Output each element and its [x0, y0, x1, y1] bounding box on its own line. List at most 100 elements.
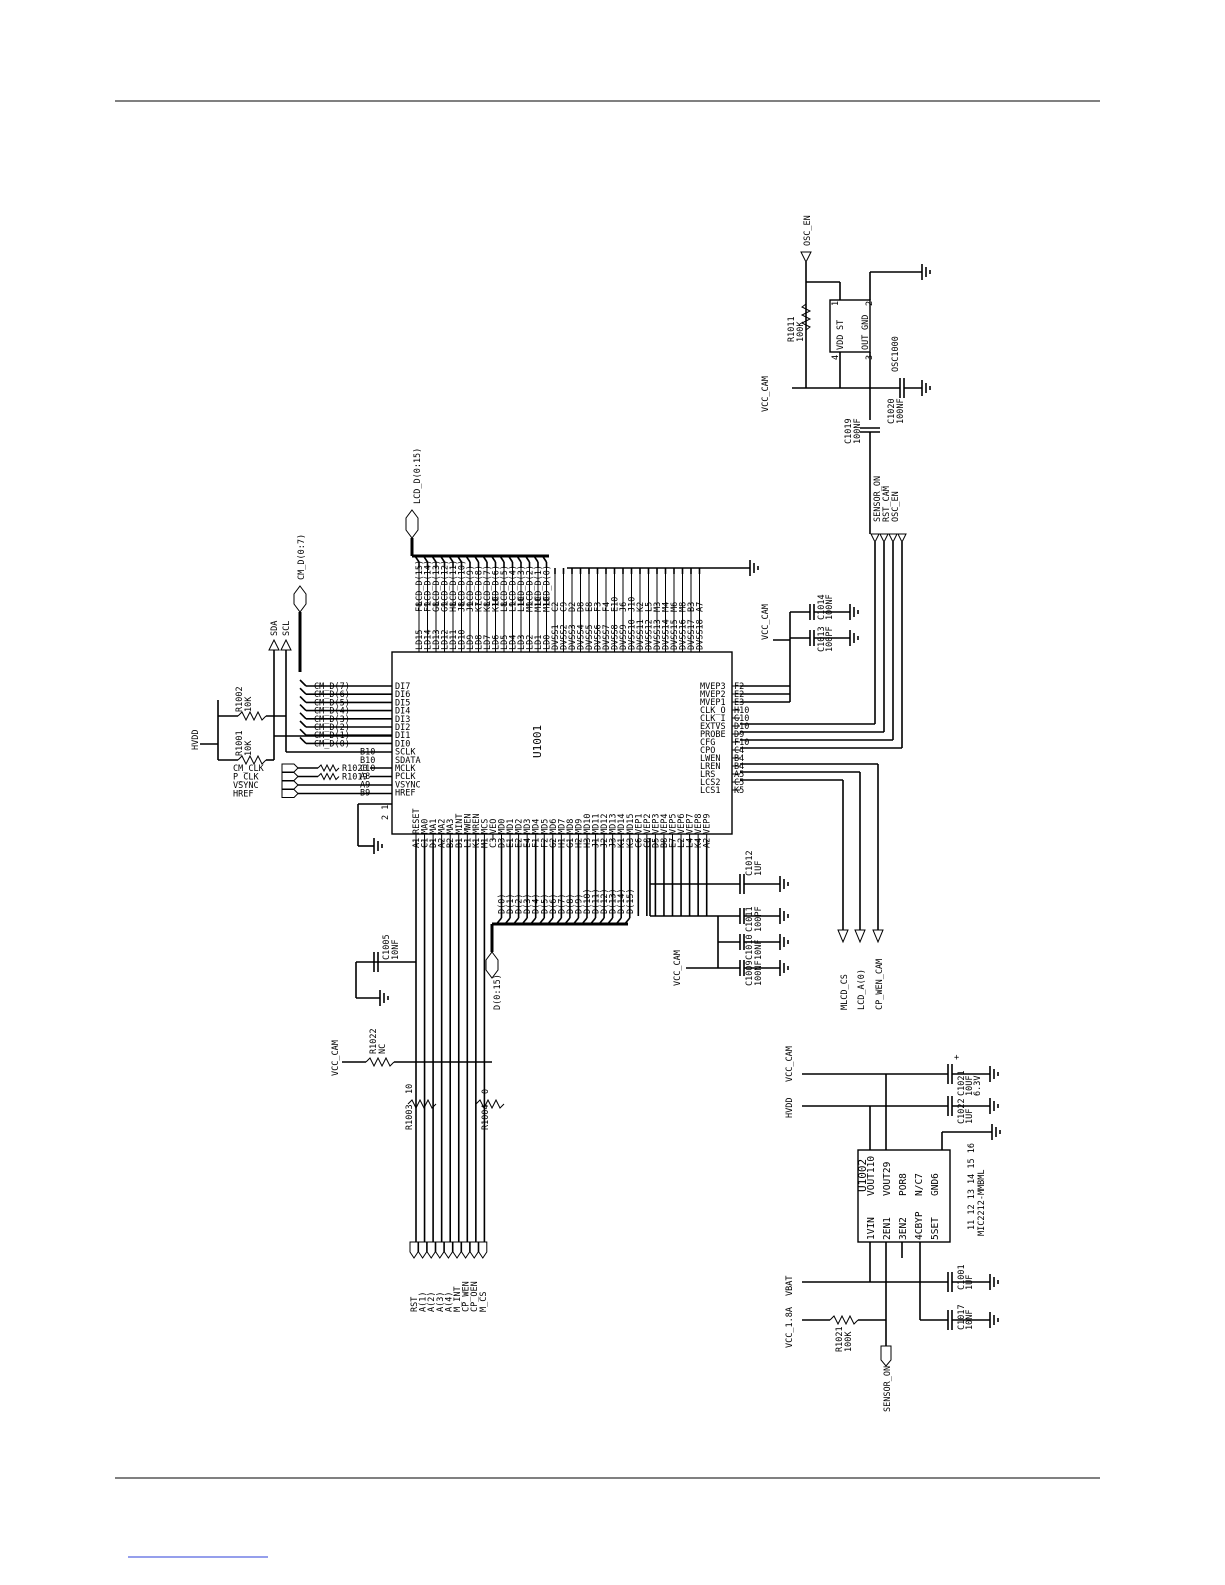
- c1005-value: 10NF: [391, 940, 401, 960]
- lcd-data-net-label: LCD_D(0): [543, 565, 553, 606]
- cpu-net-flag: [461, 1241, 471, 1259]
- d-net-label: D(9): [574, 894, 584, 914]
- cpu-net-flag: [409, 1241, 419, 1259]
- u1001-bottom-pin-name: VEP6: [677, 814, 687, 834]
- u1001-top-pin-name: LD11: [449, 630, 459, 650]
- cpu-net-label: A(1): [419, 1292, 429, 1312]
- u1001-left-pin-name: DI2: [395, 723, 410, 733]
- u1001-right-pin-ball: C5: [734, 778, 744, 788]
- u1001-right-pin-name: CFG: [700, 738, 715, 748]
- u1001-top-pin-ball: F8: [415, 602, 425, 612]
- u1001-bottom-pin-name: MD15: [626, 814, 636, 834]
- u1001-left-pin-name: DI3: [395, 715, 410, 725]
- sda-label: SDA: [270, 621, 280, 636]
- u1001-bottom-pin-ball: C8: [643, 838, 653, 848]
- osc-pin2: 2: [865, 301, 875, 306]
- c1022-value: 1UF: [965, 1109, 975, 1124]
- u1001-left-pin-ball: B10: [360, 756, 375, 766]
- r1004-resistor: [475, 1098, 505, 1110]
- cpu-net-flag: [435, 1241, 445, 1259]
- u1001-top-pin-ball: K10: [492, 597, 502, 612]
- u1001-top-pin-name: DVSS8: [611, 624, 621, 650]
- u1001-bottom-pin-name: MD2: [515, 819, 525, 834]
- u1001-top-pin-name: LD1: [534, 635, 544, 650]
- u1001-ref: U1001: [531, 725, 544, 758]
- u1001-right-pin-name: LWEN: [700, 754, 720, 764]
- u1001-bottom-pin-ball: L1: [463, 838, 473, 848]
- cpu-net-label: M_INT: [453, 1286, 463, 1312]
- u1001-bottom-pin-name: MD12: [600, 814, 610, 834]
- lcd-data-net-label: LCD_D(3): [517, 565, 527, 606]
- u1001-bottom-pin-ball: E7: [669, 838, 679, 848]
- d-net-label: D(6): [549, 894, 559, 914]
- u1001-bottom-pin-name: MINT: [455, 814, 465, 834]
- vcc-cam-ldo-label: VCC_CAM: [785, 1046, 795, 1082]
- u1001-right-pin-ball: A5: [734, 770, 744, 780]
- cpu-net-label: RST: [410, 1297, 420, 1312]
- vcc-cam-top-label: VCC_CAM: [761, 604, 771, 640]
- cpu-net-flag: [452, 1241, 462, 1259]
- u1001-top-pin-ball: D2: [568, 602, 578, 612]
- r1003-resistor: [407, 1098, 437, 1110]
- osc-en-port-label: OSC_EN: [803, 215, 813, 246]
- u1001-top-pin-ball: J6: [619, 602, 629, 612]
- ground-icon: [991, 1124, 1001, 1140]
- cm-data-net-label: CM_D(6): [314, 690, 350, 700]
- cm-data-net-label: CM_D(5): [314, 698, 350, 708]
- u1001-bottom-pin-name: MD6: [549, 819, 559, 834]
- net-sensor-on: SENSOR_ON: [873, 476, 883, 522]
- u1001-bottom-pin-ball: E2: [515, 838, 525, 848]
- cpu-net-flag: [418, 1241, 428, 1259]
- u1001-bottom-pin-ball: E4: [523, 838, 533, 848]
- ldo-right-pin: VOUT29: [882, 1161, 893, 1196]
- u1001-left-pin-name: DI6: [395, 690, 410, 700]
- u1001-top-pin-name: DVSS14: [662, 619, 672, 650]
- sync-net-label: CM_CLK: [233, 764, 265, 774]
- d-net-label: D(5): [540, 894, 550, 914]
- u1001-top-pin-ball: M3: [653, 602, 663, 612]
- ldo-left-pin: 3EN2: [898, 1217, 909, 1240]
- r1004-value: 0: [481, 1089, 491, 1094]
- u1001-bottom-pin-name: VEP3: [651, 814, 661, 834]
- u1001-left-pin-name: MCLK: [395, 764, 416, 774]
- u1001-top-pin-name: LD7: [483, 635, 493, 650]
- net-lcd-a0: LCD_A(0): [857, 969, 867, 1010]
- osc-en-port-arrow: [800, 251, 812, 264]
- u1001-bottom-pin-name: MREN: [472, 814, 482, 834]
- u1001-bottom-pin-ball: G2: [549, 838, 559, 848]
- sync-net-label: P_CLK: [233, 773, 259, 783]
- c1013-ref: C1013: [817, 626, 827, 652]
- u1001-top-pin-name: LD2: [526, 635, 536, 650]
- u1001-left-pin-name: DI1: [395, 731, 410, 741]
- lcd-data-net-label: LCD_D(10): [458, 560, 468, 606]
- u1001-bottom-pin-name: VEP7: [686, 814, 696, 834]
- cm-data-net-label: CM_D(3): [314, 715, 350, 725]
- osc-pin-vdd: VDD: [836, 335, 846, 350]
- lcd-data-net-label: LCD_D(12): [441, 560, 451, 606]
- u1001-top-pin-name: DVSS5: [585, 624, 595, 650]
- u1001-bottom-pin-name: MCS: [480, 819, 490, 834]
- cpu-net-label: CP_WEN: [462, 1281, 472, 1312]
- u1001-left-pin-name: HREF: [395, 789, 415, 799]
- u1001-left-pin-name: SCLK: [395, 748, 416, 758]
- u1001-top-pin-name: LD8: [475, 635, 485, 650]
- u1001-top-pin-ball: C9: [560, 602, 570, 612]
- u1001-right-pin-name: MVEP2: [700, 690, 726, 700]
- u1001-top-pin-name: DVSS13: [653, 619, 663, 650]
- c1020-ref: C1020: [887, 398, 897, 424]
- u1001-top-pin-ball: F3: [594, 602, 604, 612]
- r1022-ref: R1022: [369, 1028, 379, 1054]
- osc-pin1: 1: [831, 301, 841, 306]
- u1001-bottom-pin-ball: A2: [703, 838, 713, 848]
- camera-signals: CM_D(0:7) CM_D(7)CM_D(6)CM_D(5)CM_D(4)CM…: [191, 534, 392, 854]
- u1001-top-pin-ball: E10: [611, 597, 621, 612]
- vep-decoupling: C1012 1UF VCC_CAM C1011 100PF C1010 10NF…: [649, 838, 789, 986]
- u1001-top-pin-name: LD14: [424, 630, 434, 650]
- u1001-top-pin-ball: K7: [475, 602, 485, 612]
- u1001-top-pin-name: DVSS4: [577, 624, 587, 650]
- lcd-data-net-label: LCD_D(7): [483, 565, 493, 606]
- c1021-value: 10UF: [965, 1076, 975, 1096]
- lcd-data-net-label: LCD_D(4): [509, 565, 519, 606]
